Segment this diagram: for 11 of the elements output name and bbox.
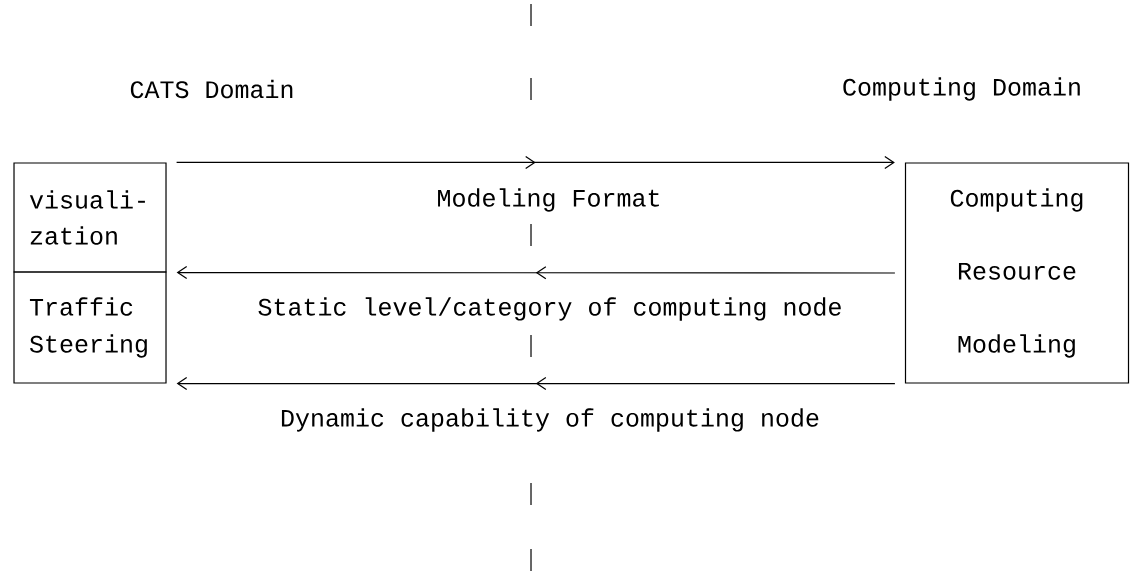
text-box: Computing Resource Modeling (904, 162, 1130, 384)
text-box: Traffic Steering (13, 271, 167, 384)
text-box: visuali- zation (13, 162, 167, 273)
domain-label: Computing Domain (843, 77, 1080, 101)
edge-label: Dynamic capability of computing node (281, 408, 819, 432)
domain-label: CATS Domain (130, 79, 293, 99)
edge-label: Modeling Format (438, 188, 659, 212)
edge-label: Static level/category of computing node (258, 297, 841, 321)
arrow (176, 155, 895, 169)
arrow (176, 377, 896, 391)
arrow (176, 266, 896, 280)
